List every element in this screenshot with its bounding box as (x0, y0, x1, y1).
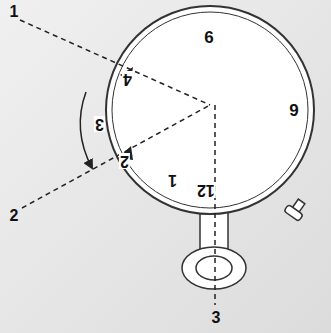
dial-face (112, 12, 308, 208)
callout-number: 1 (10, 4, 19, 20)
side-button (284, 196, 309, 221)
watch-case (106, 6, 314, 214)
dial-number: 4 (122, 71, 133, 87)
dial-number: 2 (119, 153, 130, 169)
ring-hole (196, 256, 232, 280)
dial-number: 12 (196, 182, 216, 198)
rotation-arrow (80, 92, 92, 168)
reference-lines (20, 20, 215, 305)
dial-number: 1 (167, 172, 178, 188)
dial-number: 3 (94, 116, 105, 132)
callout-number: 2 (10, 208, 19, 224)
ring (182, 247, 246, 289)
dial-number: 9 (288, 102, 299, 119)
callout-number: 3 (212, 310, 221, 326)
dial-number: 6 (203, 29, 214, 46)
